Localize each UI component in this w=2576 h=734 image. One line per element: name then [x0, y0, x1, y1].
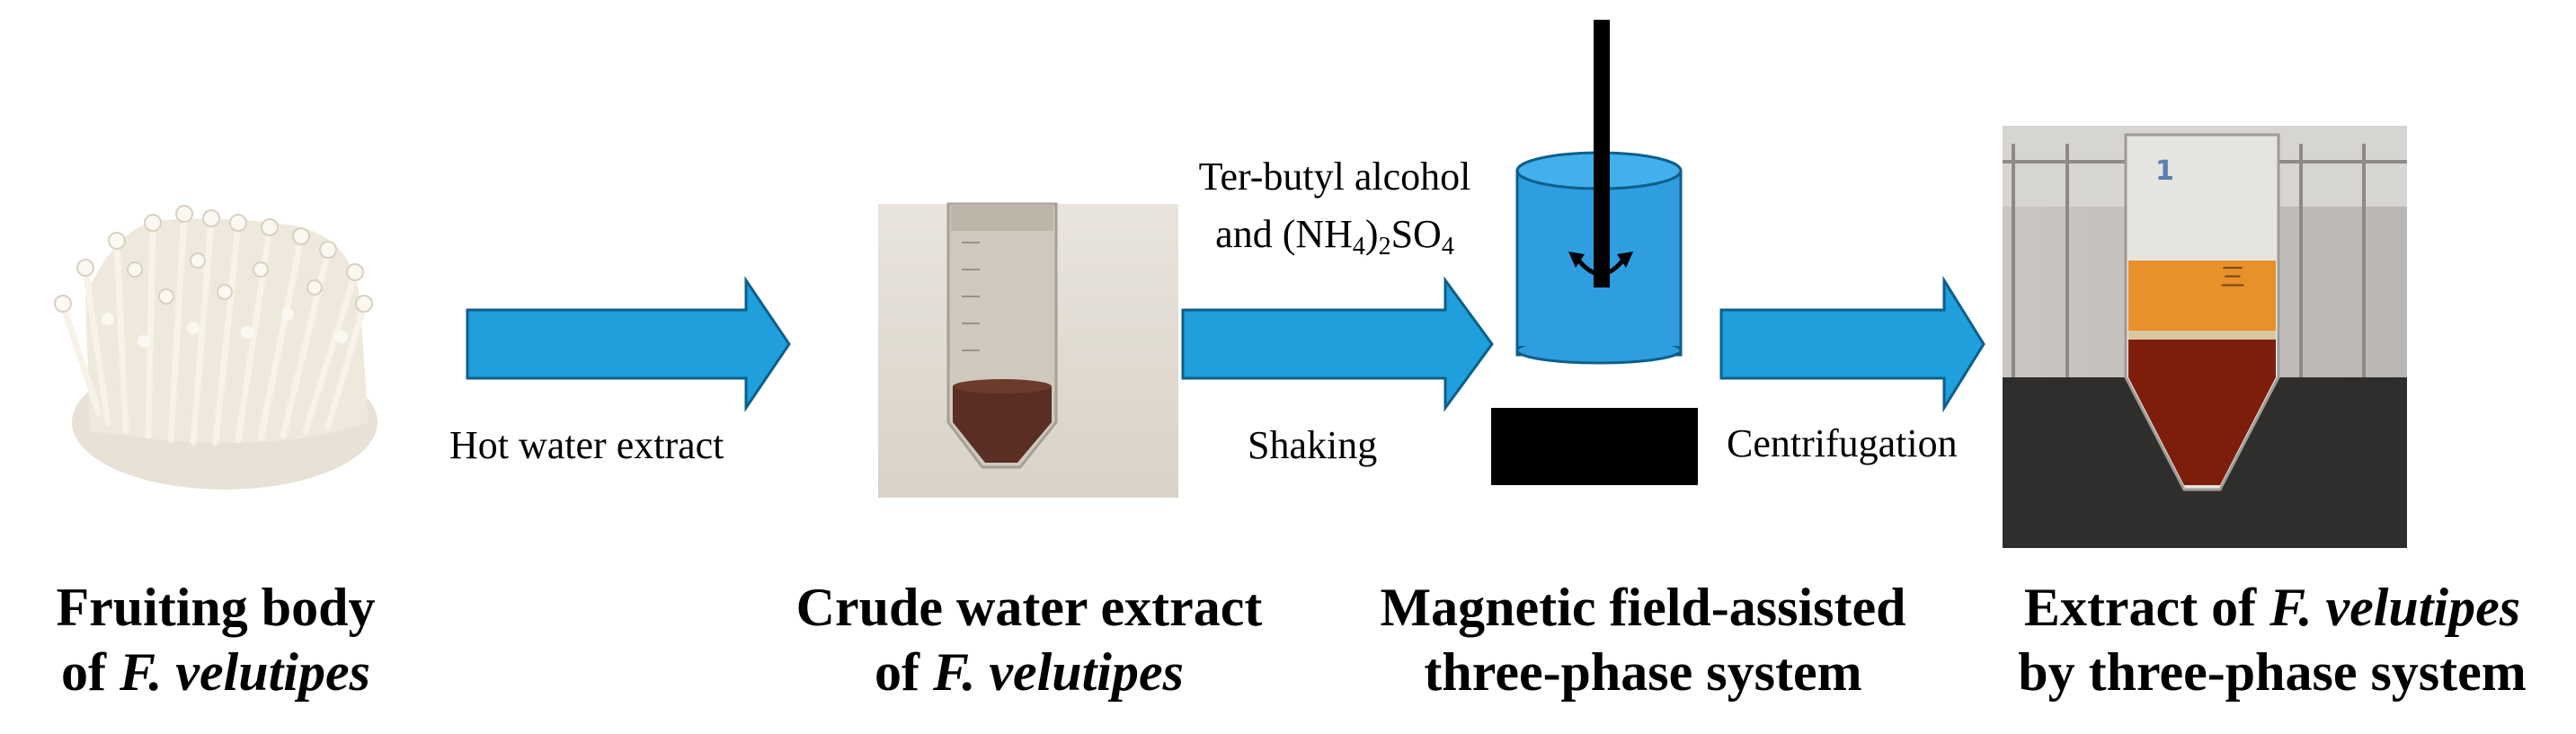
step-label-centrifugation: Centrifugation [1727, 421, 1958, 465]
mushroom-image [54, 205, 378, 490]
step-label-shaking: Shaking [1248, 423, 1378, 467]
magnetic-plate [1491, 408, 1698, 485]
stir-rod [1594, 20, 1610, 287]
three-phase-extract-photo: 1 三 [2003, 126, 2407, 548]
arrow-hot-water [466, 276, 791, 412]
rotation-arrowhead-icon [1568, 252, 1633, 268]
arrow-shaking [1181, 276, 1494, 412]
reagent-label: Ter-butyl alcohol and (NH4)2SO4 [1168, 148, 1501, 263]
rotation-arrow-icon [1573, 254, 1629, 277]
caption-fruiting-body: Fruiting body of F. velutipes [56, 578, 376, 702]
caption-magnetic-system: Magnetic field-assisted three-phase syst… [1380, 578, 1906, 702]
caption-crude-extract: Crude water extract of F. velutipes [795, 578, 1263, 702]
svg-text:三: 三 [2220, 262, 2245, 292]
reagent-line-2: and (NH4)2SO4 [1215, 212, 1454, 261]
crude-extract-photo [878, 202, 1178, 498]
arrow-centrifugation [1719, 275, 1985, 413]
svg-text:1: 1 [2155, 155, 2174, 187]
reagent-line-1: Ter-butyl alcohol [1198, 155, 1471, 199]
caption-final-extract: Extract of F. velutipes by three-phase s… [2018, 578, 2527, 702]
step-label-hot-water: Hot water extract [449, 423, 724, 467]
